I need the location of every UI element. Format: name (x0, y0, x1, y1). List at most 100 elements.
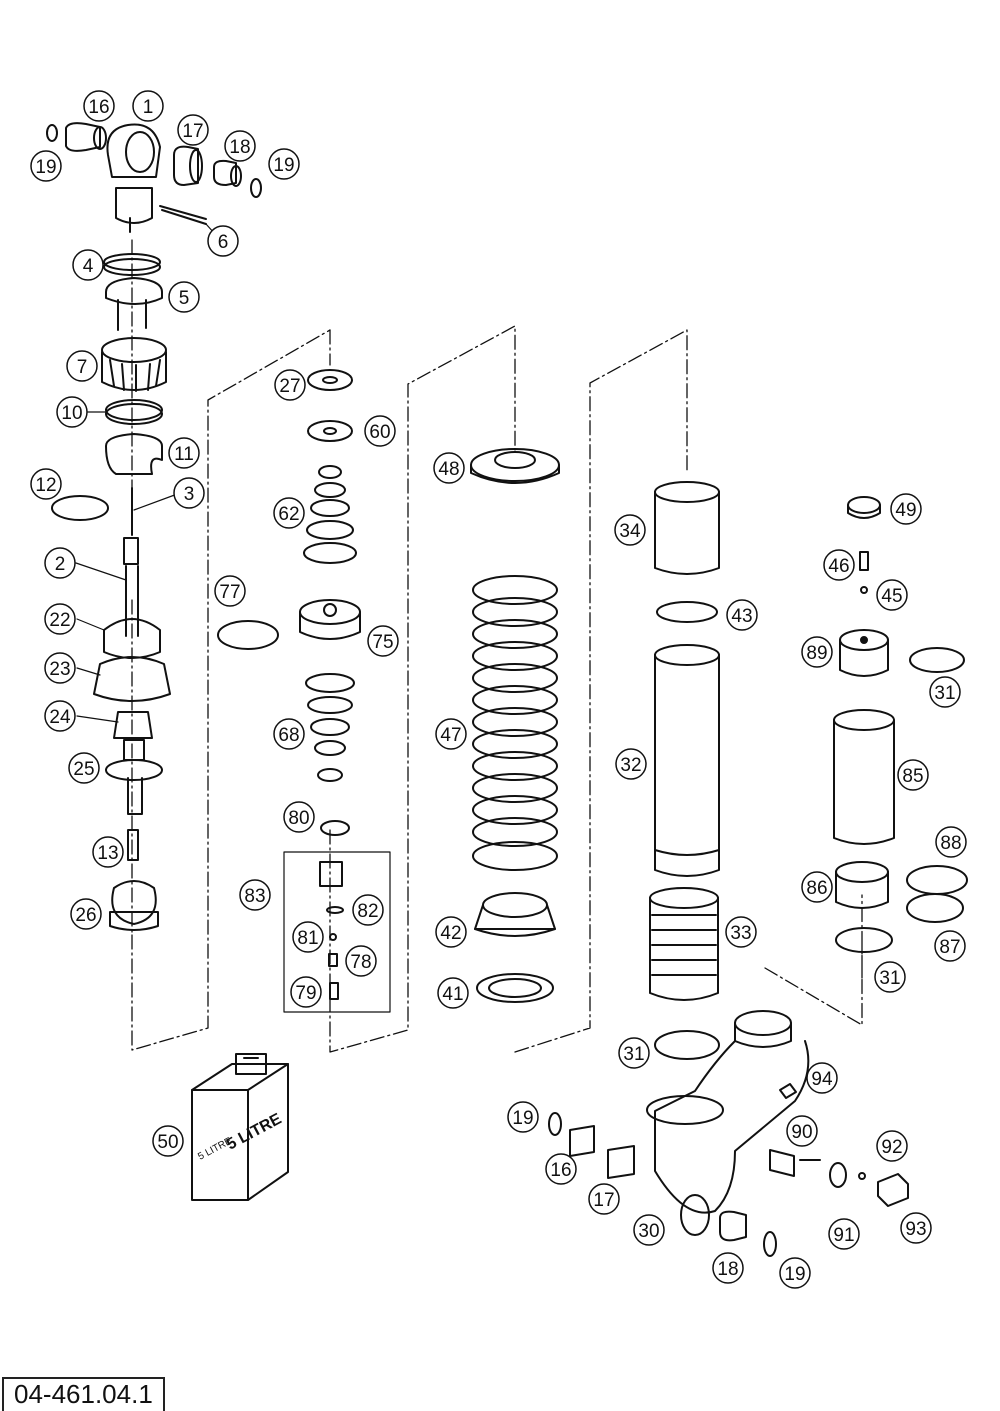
callout-p47: 47 (435, 718, 467, 750)
callout-number: 19 (273, 155, 294, 176)
callout-number: 23 (49, 659, 70, 680)
callout-circle (545, 1153, 577, 1185)
callout-circle (168, 281, 200, 313)
callout-circle (828, 1218, 860, 1250)
callout-number: 24 (49, 707, 71, 728)
callout-circle (507, 1101, 539, 1133)
callout-p89: 89 (801, 636, 833, 668)
callout-p87: 87 (934, 930, 966, 962)
callout-number: 30 (638, 1221, 659, 1242)
callout-p85: 85 (897, 759, 929, 791)
callout-circle (900, 1212, 932, 1244)
callout-p16b: 16 (545, 1153, 577, 1185)
callout-circle (70, 898, 102, 930)
callout-number: 7 (77, 357, 88, 378)
callout-number: 22 (49, 610, 70, 631)
callout-circle (132, 90, 164, 122)
callout-p18a: 18 (224, 130, 256, 162)
callout-number: 25 (73, 759, 94, 780)
callout-number: 2 (55, 554, 66, 575)
callout-p31c: 31 (874, 961, 906, 993)
callout-p46: 46 (823, 549, 855, 581)
callout-number: 18 (229, 137, 250, 158)
callout-p49: 49 (890, 493, 922, 525)
callout-number: 89 (806, 643, 827, 664)
callout-circle (437, 977, 469, 1009)
callout-p17b: 17 (588, 1183, 620, 1215)
callout-circle (83, 90, 115, 122)
callout-number: 46 (828, 556, 849, 577)
callout-number: 19 (784, 1264, 805, 1285)
oil-can: 5 LITRE 5 LITRE (191, 1053, 289, 1201)
callout-p81: 81 (292, 921, 324, 953)
callout-number: 31 (879, 968, 900, 989)
callout-p32: 32 (615, 748, 647, 780)
callout-number: 34 (619, 521, 641, 542)
callout-circle (725, 916, 757, 948)
callout-circle (92, 836, 124, 868)
bottom-eye-assembly (548, 1010, 909, 1257)
callout-circle (268, 148, 300, 180)
callout-circle (364, 415, 396, 447)
callout-number: 1 (143, 97, 154, 118)
callout-number: 17 (593, 1190, 614, 1211)
callout-p2: 2 (44, 547, 76, 579)
callout-p4: 4 (72, 249, 104, 281)
shim-stack (217, 369, 391, 1013)
callout-circle (68, 752, 100, 784)
callout-p31a: 31 (618, 1037, 650, 1069)
callout-number: 5 (179, 288, 190, 309)
callout-p31b: 31 (929, 676, 961, 708)
callout-p11: 11 (168, 437, 200, 469)
oil-can-label-large: 5 LITRE (224, 1110, 285, 1153)
callout-number: 91 (833, 1225, 854, 1246)
callout-p82: 82 (352, 894, 384, 926)
callout-number: 31 (623, 1044, 644, 1065)
callout-p80: 80 (283, 801, 315, 833)
callout-p43: 43 (726, 599, 758, 631)
callout-number: 32 (620, 755, 641, 776)
callout-circle (30, 150, 62, 182)
callout-p45: 45 (876, 579, 908, 611)
callout-circle (786, 1115, 818, 1147)
callout-circle (274, 369, 306, 401)
callout-number: 50 (157, 1132, 178, 1153)
callout-circle (367, 625, 399, 657)
callout-circle (779, 1257, 811, 1289)
callout-p48: 48 (433, 452, 465, 484)
callout-circle (890, 493, 922, 525)
callout-circle (168, 437, 200, 469)
callout-circle (273, 718, 305, 750)
callout-number: 4 (83, 256, 94, 277)
callout-circle (352, 894, 384, 926)
callout-p26: 26 (70, 898, 102, 930)
callout-circle (345, 945, 377, 977)
callout-p68: 68 (273, 718, 305, 750)
callout-circle (214, 575, 246, 607)
top-eye-assembly (46, 122, 262, 233)
callout-number: 17 (182, 121, 203, 142)
callout-circle (292, 921, 324, 953)
callout-circle (44, 652, 76, 684)
callout-p41: 41 (437, 977, 469, 1009)
callout-circle (823, 549, 855, 581)
callout-circle (435, 916, 467, 948)
callout-circle (66, 350, 98, 382)
callout-p19c: 19 (507, 1101, 539, 1133)
callout-number: 11 (174, 444, 194, 465)
callout-p86: 86 (801, 871, 833, 903)
callout-p77: 77 (214, 575, 246, 607)
callout-number: 87 (939, 937, 960, 958)
callout-p30: 30 (633, 1214, 665, 1246)
callout-circle (30, 468, 62, 500)
callout-circle (588, 1183, 620, 1215)
callout-circle (897, 759, 929, 791)
cylinder-assembly (649, 481, 720, 1060)
callout-number: 42 (440, 923, 461, 944)
callout-p7: 7 (66, 350, 98, 382)
callout-number: 16 (88, 97, 109, 118)
callout-number: 80 (288, 808, 309, 829)
callout-number: 49 (895, 500, 916, 521)
